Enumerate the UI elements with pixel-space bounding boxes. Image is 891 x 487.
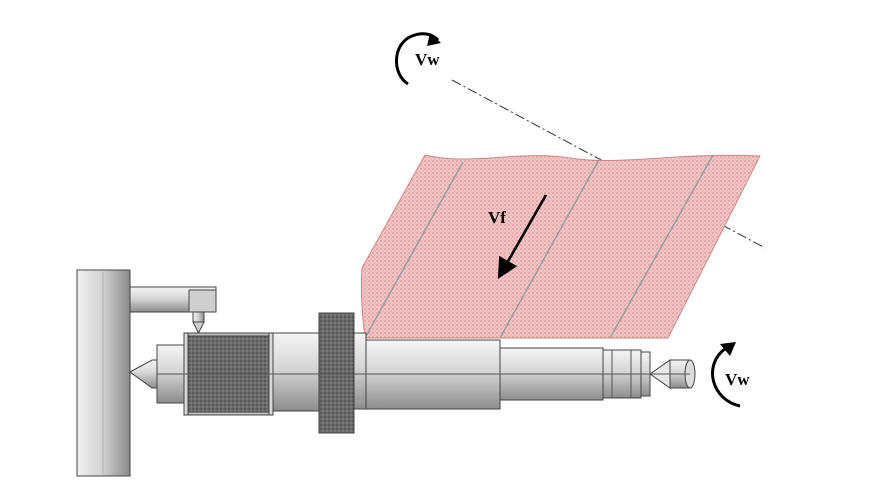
left-center	[129, 359, 158, 389]
grinding-wheel	[360, 154, 761, 339]
vw-right-label: Vw	[725, 370, 750, 389]
wheel-line-3	[609, 154, 714, 339]
right-rotation-icon	[711, 342, 741, 408]
tool-arm	[129, 286, 217, 313]
headstock-plate	[76, 269, 131, 477]
vw-top-label: Vw	[415, 50, 440, 69]
vf-label: Vf	[488, 208, 506, 227]
wheel-line-1	[364, 161, 464, 339]
top-rotation-icon	[395, 32, 441, 86]
feed-arrow-icon	[497, 194, 548, 280]
dressing-tool	[192, 311, 205, 335]
wheel-line-2	[499, 157, 601, 339]
